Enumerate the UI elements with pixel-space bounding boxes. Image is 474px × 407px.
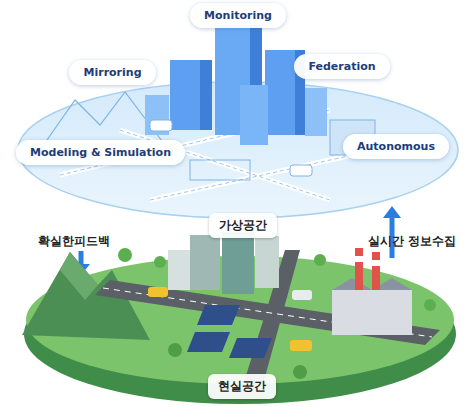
space-tag: 가상공간 [209, 213, 277, 238]
node-label: 가상공간 [219, 217, 267, 234]
chimney [372, 252, 380, 290]
building [222, 232, 254, 294]
virtual-building [265, 50, 295, 135]
mountain-light [60, 252, 98, 300]
node-label: Autonomous [357, 140, 435, 153]
virtual-building [305, 88, 327, 136]
chimney [355, 248, 363, 290]
real-city [22, 232, 456, 404]
solar-panel [187, 332, 230, 352]
chimney-band [355, 256, 363, 262]
node-label: Mirroring [83, 66, 141, 79]
wire-solar [190, 160, 250, 180]
tree [314, 254, 326, 266]
road-line [103, 288, 432, 337]
building [255, 236, 279, 288]
tree [424, 299, 436, 311]
down-arrow-shaft [79, 251, 84, 265]
cloud-bubble: Modeling & Simulation [16, 140, 185, 165]
virtual-building [240, 85, 268, 145]
flow-label: 확실한피드백 [38, 233, 110, 250]
taxi [290, 340, 312, 351]
factory [332, 290, 412, 335]
tree [293, 365, 307, 379]
cloud-bubble: Federation [294, 54, 390, 79]
flow-label: 실시간 정보수집 [368, 233, 456, 250]
space-tag: 현실공간 [208, 374, 276, 399]
tree [154, 256, 166, 268]
node-label: Federation [308, 60, 375, 73]
node-label: Monitoring [204, 9, 272, 22]
tree [118, 248, 132, 262]
node-label: Modeling & Simulation [30, 146, 171, 159]
wire-car [290, 165, 312, 176]
virtual-city [18, 25, 458, 218]
cloud-bubble: Mirroring [69, 60, 156, 85]
cloud-bubble: Autonomous [343, 134, 449, 159]
tree [168, 343, 182, 357]
solar-panel [229, 338, 272, 358]
building [168, 250, 190, 290]
virtual-building [170, 60, 200, 130]
car [292, 290, 312, 300]
solar-panel [197, 305, 240, 325]
node-label: 현실공간 [218, 378, 266, 395]
wire-car [150, 120, 172, 131]
virtual-building-side [200, 60, 212, 130]
cloud-bubble: Monitoring [190, 3, 286, 28]
building [190, 235, 220, 290]
up-arrow-head [383, 206, 401, 218]
chimney-band [372, 260, 380, 266]
taxi [148, 287, 168, 297]
